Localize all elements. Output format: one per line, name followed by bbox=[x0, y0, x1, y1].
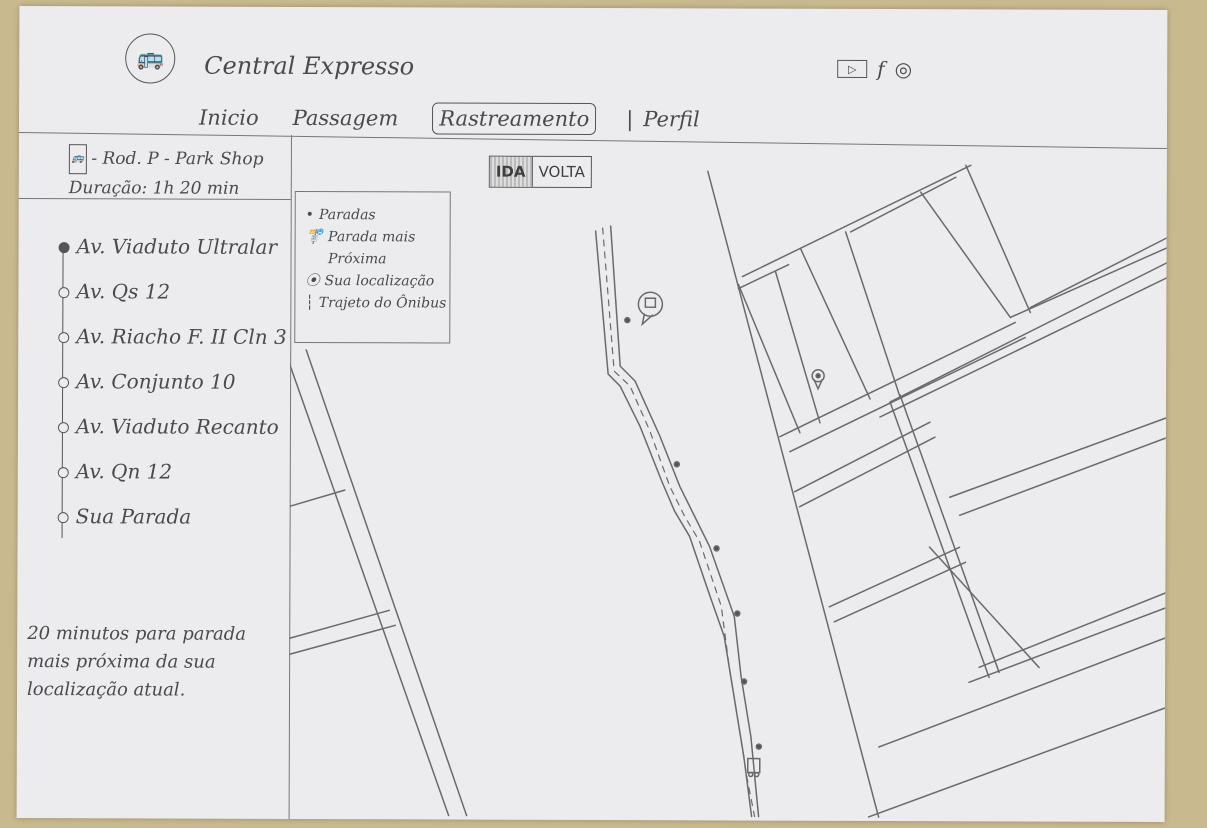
stop-label: Av. Viaduto Recanto bbox=[75, 414, 279, 439]
legend-label: Trajeto do Ônibus bbox=[318, 295, 447, 312]
list-item[interactable]: Sua Parada bbox=[57, 504, 287, 550]
list-item[interactable]: Av. Viaduto Ultralar bbox=[58, 234, 287, 280]
main-nav: Inicio Passagem Rastreamento | Perfil bbox=[199, 102, 734, 136]
bus-icon: 🚌 bbox=[68, 144, 88, 175]
current-stop-dot bbox=[58, 242, 70, 254]
stop-label: Sua Parada bbox=[75, 504, 192, 529]
nav-perfil[interactable]: Perfil bbox=[643, 107, 700, 132]
stop-list: Av. Viaduto Ultralar Av. Qs 12 Av. Riach… bbox=[57, 234, 288, 550]
list-item[interactable]: Av. Conjunto 10 bbox=[58, 369, 287, 415]
stop-dot bbox=[57, 422, 69, 434]
stop-label: Av. Conjunto 10 bbox=[76, 369, 236, 394]
legend-label: Parada mais Próxima bbox=[327, 229, 416, 268]
legend-item: •Paradas bbox=[306, 204, 450, 227]
stop-label: Av. Qs 12 bbox=[76, 279, 171, 304]
route-sidebar: 🚌- Rod. P - Park Shop Duração: 1h 20 min… bbox=[16, 133, 292, 823]
legend-item: ┆Trajeto do Ônibus bbox=[305, 292, 449, 315]
list-item[interactable]: Av. Qs 12 bbox=[58, 279, 287, 325]
nav-rastreamento[interactable]: Rastreamento bbox=[432, 102, 597, 136]
list-item[interactable]: Av. Viaduto Recanto bbox=[57, 414, 287, 460]
map-view[interactable]: IDA VOLTA •Paradas 🚏Parada mais Próxima … bbox=[288, 135, 1167, 822]
nearest-stop-icon: 🚏 bbox=[305, 228, 324, 246]
stop-dot bbox=[58, 287, 70, 299]
stop-dot bbox=[57, 512, 69, 524]
list-item[interactable]: Av. Riacho F. II Cln 3 bbox=[58, 324, 287, 370]
facebook-icon[interactable]: f bbox=[877, 56, 885, 82]
instagram-icon[interactable]: ◎ bbox=[894, 57, 913, 82]
nav-passagem[interactable]: Passagem bbox=[292, 105, 399, 131]
nav-inicio[interactable]: Inicio bbox=[198, 105, 259, 130]
tab-ida[interactable]: IDA bbox=[489, 156, 532, 187]
direction-tabs: IDA VOLTA bbox=[488, 155, 592, 188]
list-item[interactable]: Av. Qn 12 bbox=[57, 459, 287, 505]
legend-label: Sua localização bbox=[324, 273, 435, 290]
legend-item: 🚏Parada mais Próxima bbox=[306, 226, 450, 271]
paper-sheet: 🚌 Central Expresso ▷ f ◎ Inicio Passagem… bbox=[16, 5, 1168, 823]
location-pin-icon: ⦿ bbox=[305, 272, 320, 290]
stop-dot bbox=[58, 377, 70, 389]
youtube-icon[interactable]: ▷ bbox=[837, 59, 868, 78]
bus-icon: 🚌 bbox=[136, 45, 164, 72]
tab-volta[interactable]: VOLTA bbox=[531, 156, 591, 187]
stop-label: Av. Viaduto Ultralar bbox=[76, 234, 278, 259]
legend-label: Paradas bbox=[318, 207, 376, 224]
street-map bbox=[288, 164, 1167, 818]
route-dash-icon: ┆ bbox=[305, 294, 314, 312]
stop-dot bbox=[58, 332, 70, 344]
logo[interactable]: 🚌 bbox=[125, 33, 176, 84]
map-legend: •Paradas 🚏Parada mais Próxima ⦿Sua local… bbox=[294, 190, 451, 344]
nav-separator: | bbox=[626, 107, 634, 132]
route-name: - Rod. P - Park Shop bbox=[91, 148, 264, 170]
stop-dot-icon: • bbox=[305, 206, 314, 224]
route-info: 🚌- Rod. P - Park Shop Duração: 1h 20 min bbox=[69, 144, 264, 203]
legend-item: ⦿Sua localização bbox=[305, 270, 449, 293]
arrival-note: 20 minutos para parada mais próxima da s… bbox=[26, 623, 247, 701]
stop-dot bbox=[57, 467, 69, 479]
stop-label: Av. Qn 12 bbox=[75, 459, 173, 484]
social-links: ▷ f ◎ bbox=[837, 57, 912, 81]
stop-label: Av. Riacho F. II Cln 3 bbox=[76, 324, 287, 349]
app-title: Central Expresso bbox=[204, 51, 415, 81]
